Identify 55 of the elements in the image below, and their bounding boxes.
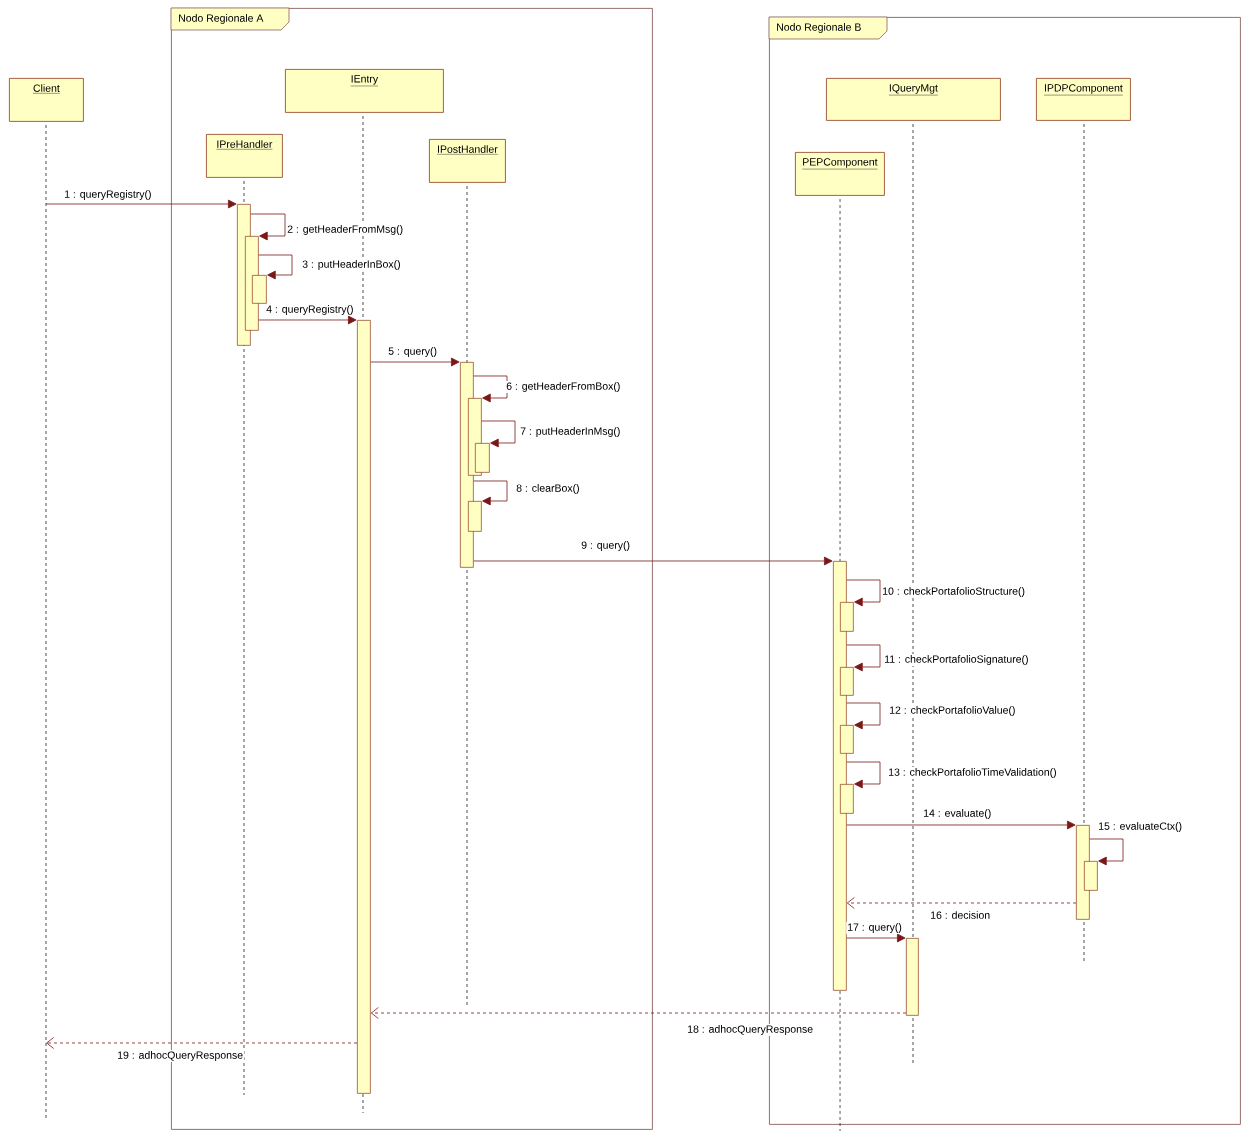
edge-label: 2 : getHeaderFromMsg() xyxy=(286,224,405,236)
edge-label: 14 : evaluate() xyxy=(922,808,993,820)
message-arrow xyxy=(46,1037,358,1049)
message-arrow xyxy=(846,897,1077,909)
message-arrow xyxy=(250,213,286,241)
message-arrow xyxy=(258,315,357,325)
activation-bar xyxy=(840,602,854,632)
activation-bar xyxy=(468,501,482,532)
edge-label: 16 : decision xyxy=(929,910,992,920)
message-arrow xyxy=(481,420,516,448)
edge-label: 10 : checkPortafolioStructure() xyxy=(881,586,1026,598)
message-arrow xyxy=(846,820,1076,830)
edge-label: 6 : getHeaderFromBox() xyxy=(505,381,622,393)
activation-bar xyxy=(840,667,854,696)
lifeline-head: IPreHandler xyxy=(206,134,283,178)
activation-bar xyxy=(252,275,267,304)
message-arrow xyxy=(846,933,906,943)
lifeline-head: Client xyxy=(9,78,84,122)
lifeline-head: IPDPComponent xyxy=(1036,78,1131,121)
activation-bar xyxy=(475,443,490,473)
edge-label: 7 : putHeaderInMsg() xyxy=(519,426,622,438)
edge-label: 13 : checkPortafolioTimeValidation() xyxy=(887,767,1058,779)
activation-bar xyxy=(906,938,919,1016)
activation-bar xyxy=(1084,861,1098,891)
edge-label: 15 : evaluateCtx() xyxy=(1097,821,1184,833)
message-arrow xyxy=(846,702,881,730)
edge-label: 8 : clearBox() xyxy=(515,483,581,495)
message-arrow xyxy=(846,761,881,789)
message-arrow xyxy=(258,254,293,280)
edge-label: 12 : checkPortafolioValue() xyxy=(888,705,1017,717)
message-arrow xyxy=(45,199,237,209)
edge-label: 5 : query() xyxy=(387,346,439,358)
edge-label: 3 : putHeaderInBox() xyxy=(301,259,402,271)
lifeline-head: IEntry xyxy=(285,69,444,113)
edge-label: 19 : adhocQueryResponse xyxy=(116,1050,245,1062)
activation-bar xyxy=(840,784,854,814)
activation-bar xyxy=(840,725,854,754)
edge-label: 17 : query() xyxy=(846,922,903,934)
edge-label: 11 : checkPortafolioSignature() xyxy=(883,654,1030,666)
edge-label: 9 : query() xyxy=(580,540,632,552)
message-arrow xyxy=(473,556,833,566)
message-arrow xyxy=(846,579,881,607)
lifeline-head: IPostHandler xyxy=(429,139,506,183)
edge-label: 18 : adhocQueryResponse xyxy=(686,1024,815,1036)
edge-label: 1 : queryRegistry() xyxy=(63,189,153,201)
message-arrow xyxy=(846,644,881,672)
lifeline-head: IQueryMgt xyxy=(826,78,1001,121)
message-arrow xyxy=(1089,838,1124,866)
edge-label: 4 : queryRegistry() xyxy=(265,304,355,316)
message-arrow xyxy=(473,480,508,506)
message-arrow xyxy=(370,357,460,367)
message-arrow xyxy=(370,1007,907,1019)
lifeline-head: PEPComponent xyxy=(795,152,885,196)
activation-bar xyxy=(357,320,371,1094)
message-arrow xyxy=(473,375,508,403)
